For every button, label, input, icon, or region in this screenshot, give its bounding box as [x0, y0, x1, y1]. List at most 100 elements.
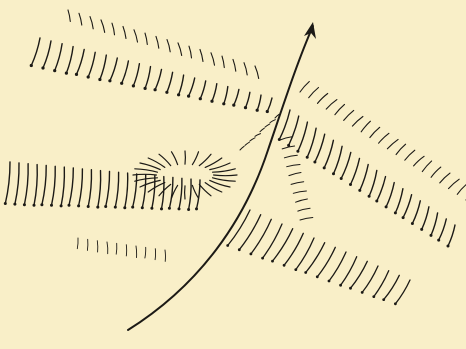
stroke-dot — [87, 75, 90, 78]
stroke-dot — [150, 207, 153, 210]
hatch-stroke — [296, 199, 308, 202]
hatch-stroke — [55, 44, 62, 71]
stroke-dot — [437, 239, 440, 242]
stroke-dot — [144, 87, 147, 90]
hatch-stroke — [431, 213, 438, 236]
hatch-stroke — [133, 174, 137, 207]
hatch-stroke — [199, 154, 211, 165]
stroke-dot — [271, 260, 274, 263]
stroke-dot — [132, 84, 135, 87]
stroke-dot — [65, 72, 68, 75]
hatch-stroke — [52, 166, 56, 205]
arrow-head-icon — [304, 22, 316, 39]
hatch-stroke — [224, 87, 228, 104]
hatch-stroke — [298, 122, 308, 151]
hatch-stroke — [43, 41, 51, 68]
stroke-dot — [358, 189, 361, 192]
stroke-dot — [41, 66, 44, 69]
hatch-stroke — [300, 218, 313, 221]
hatch-stroke — [234, 89, 239, 105]
hatch-stroke — [145, 67, 150, 89]
hatch-stroke — [439, 219, 447, 240]
stroke-dot — [361, 291, 364, 294]
hatch-stroke — [24, 164, 28, 205]
hatch-stroke — [155, 69, 161, 89]
hatch-stroke — [334, 146, 343, 174]
hatch-stroke — [422, 207, 429, 230]
stroke-dot — [195, 207, 198, 210]
stroke-dot — [108, 79, 111, 82]
hatch-stroke — [233, 59, 236, 71]
hatch-stroke — [212, 84, 217, 102]
hatch-stroke — [260, 128, 264, 132]
stroke-dot — [250, 253, 253, 256]
hatch-stroke — [189, 46, 192, 58]
hatch-stroke — [179, 178, 182, 209]
hatch-stroke — [31, 38, 40, 66]
hatch-stroke — [379, 133, 389, 143]
hatch-stroke — [267, 98, 272, 112]
hatch-stroke — [395, 189, 403, 213]
hatch-stroke — [116, 243, 117, 254]
hatch-stroke — [98, 171, 101, 208]
stroke-dot — [131, 206, 134, 209]
stroke-dot — [394, 302, 397, 305]
hatch-stroke — [293, 191, 306, 193]
stroke-dot — [77, 204, 80, 207]
hatch-stroke — [110, 58, 117, 81]
hatch-stroke — [148, 183, 165, 192]
hatch-stroke — [344, 110, 354, 120]
stroke-dot — [340, 177, 343, 180]
stroke-dot — [222, 102, 225, 105]
stroke-dot — [323, 166, 326, 169]
hatch-stroke — [211, 53, 215, 65]
hatch-stroke — [245, 142, 250, 145]
hatch-stroke — [287, 165, 300, 167]
stroke-dot — [210, 100, 213, 103]
hatch-stroke — [309, 88, 319, 98]
hatch-stroke — [403, 195, 412, 218]
hatch-stroke — [90, 17, 93, 29]
hatch-stroke — [396, 144, 406, 154]
hatch-stroke — [152, 176, 155, 209]
stroke-dot — [420, 228, 423, 231]
hatch-stroke — [240, 146, 244, 150]
hatch-stroke — [172, 152, 178, 165]
hatch-stroke — [362, 266, 378, 292]
hatch-stroke — [351, 158, 360, 184]
hatch-stroke — [192, 185, 198, 198]
stroke-dot — [40, 203, 43, 206]
hatch-stroke — [387, 139, 398, 148]
hatch-stroke — [159, 184, 171, 195]
hatch-stroke — [112, 23, 115, 35]
stroke-dot — [447, 245, 450, 248]
hatch-stroke — [134, 30, 138, 42]
hatch-stroke — [100, 55, 106, 79]
stroke-dot — [316, 275, 319, 278]
stroke-dot — [96, 206, 99, 209]
hatch-stroke — [265, 124, 270, 127]
hatch-stroke — [69, 168, 73, 205]
hatch-stroke — [326, 100, 337, 110]
hatch-stroke — [178, 43, 182, 56]
hatch-stroke — [306, 243, 325, 273]
hatch-stroke — [136, 246, 137, 258]
stroke-dot — [23, 203, 26, 206]
stroke-dot — [87, 205, 90, 208]
hatch-stroke — [374, 271, 389, 297]
hatch-stroke — [123, 27, 126, 39]
hatch-stroke — [300, 82, 309, 93]
hatch-stroke — [222, 56, 224, 68]
hatch-stroke — [244, 63, 247, 75]
stroke-dot — [187, 208, 190, 211]
hatch-stroke — [291, 182, 304, 185]
stroke-dot — [313, 161, 316, 164]
stroke-dot — [375, 200, 378, 203]
hatch-stroke — [34, 165, 37, 206]
stroke-dot — [104, 205, 107, 208]
hatch-stroke — [369, 171, 377, 197]
hatch-stroke — [352, 117, 363, 127]
hatch-stroke — [156, 36, 159, 48]
stroke-dot — [154, 88, 157, 91]
